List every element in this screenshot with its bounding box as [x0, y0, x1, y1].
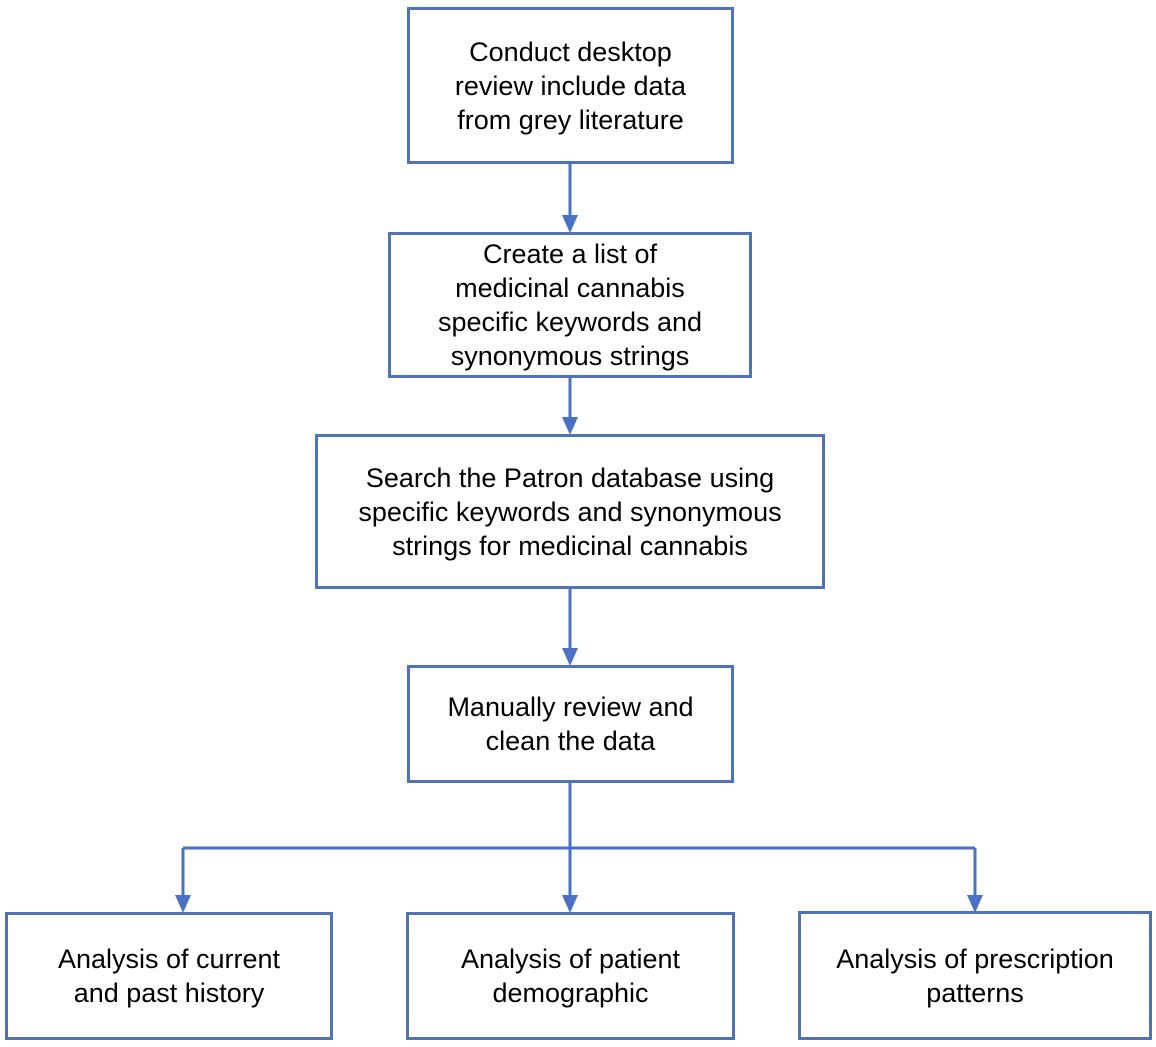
- step-desktop-review: Conduct desktop review include data from…: [407, 7, 734, 164]
- step-manual-review: Manually review and clean the data: [407, 665, 734, 783]
- step-keyword-list: Create a list of medicinal cannabis spec…: [388, 232, 752, 378]
- analysis-prescription: Analysis of prescription patterns: [798, 911, 1152, 1040]
- arrowhead-analysis-middle: [562, 895, 578, 913]
- analysis-demographic: Analysis of patient demographic: [406, 912, 735, 1040]
- step-database-search: Search the Patron database using specifi…: [315, 434, 825, 589]
- analysis-history-label: Analysis of current and past history: [57, 944, 281, 1008]
- step-manual-review-label: Manually review and clean the data: [447, 692, 694, 756]
- step-desktop-review-label: Conduct desktop review include data from…: [454, 36, 687, 135]
- arrowhead-step4: [562, 648, 578, 666]
- analysis-prescription-label: Analysis of prescription patterns: [836, 943, 1114, 1008]
- analysis-demographic-label: Analysis of patient demographic: [460, 944, 681, 1008]
- arrowhead-analysis-right: [967, 895, 983, 913]
- analysis-history: Analysis of current and past history: [5, 912, 333, 1040]
- arrowhead-step3: [562, 417, 578, 435]
- step-database-search-label: Search the Patron database using specifi…: [358, 462, 782, 561]
- arrowhead-analysis-left: [175, 895, 191, 913]
- arrowhead-step2: [562, 215, 578, 233]
- step-keyword-list-label: Create a list of medicinal cannabis spec…: [437, 239, 703, 371]
